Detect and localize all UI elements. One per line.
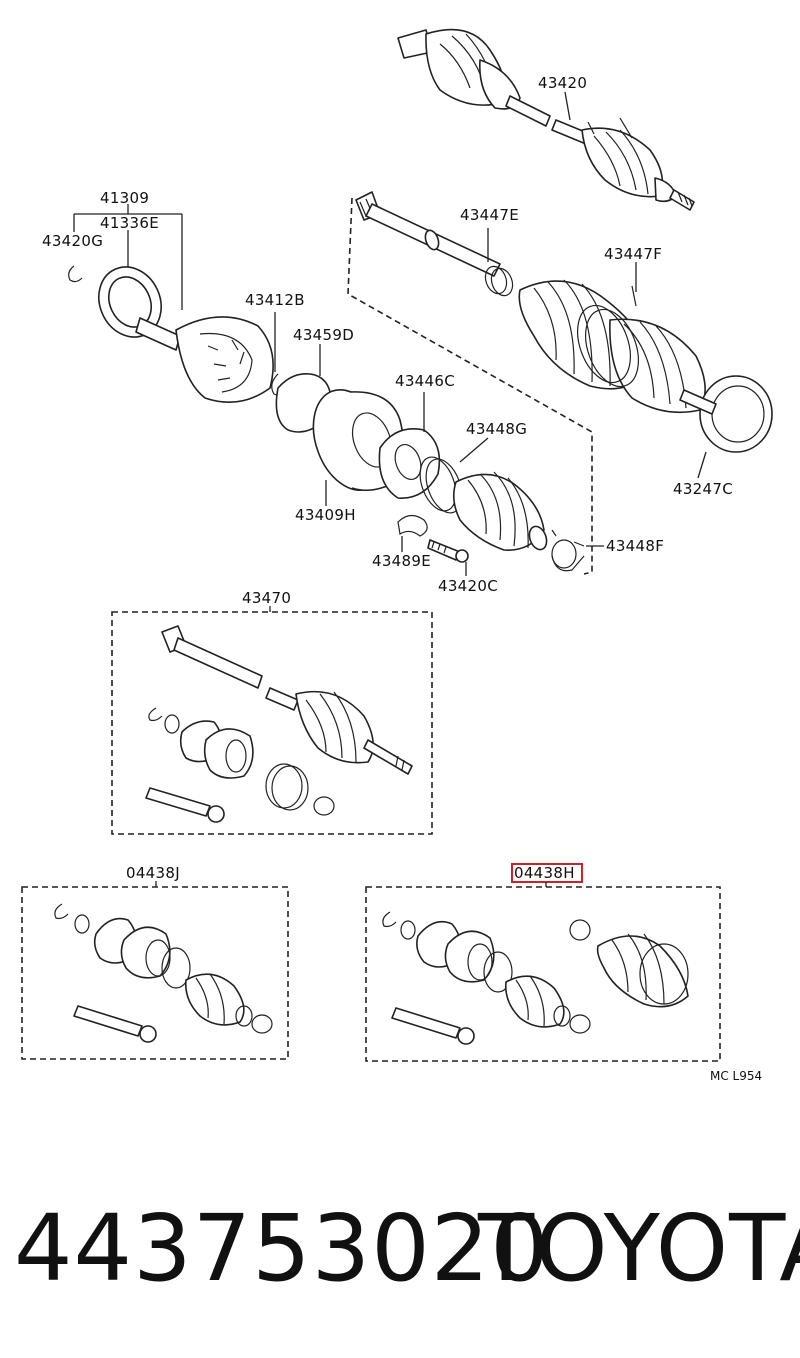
part-number: 443753020: [14, 1195, 550, 1302]
label-41336E: 41336E: [100, 214, 159, 232]
dust-deflector-41336E[interactable]: [88, 257, 173, 348]
label-41309: 41309: [100, 189, 149, 207]
label-43447E: 43447E: [460, 206, 519, 224]
snap-ring-43420G[interactable]: [68, 265, 83, 283]
kit-04438J-parts[interactable]: [54, 903, 273, 1043]
tripod-43446C[interactable]: [378, 428, 441, 499]
kit-box-04438H: [365, 886, 721, 1062]
label-43409H: 43409H: [295, 506, 356, 524]
brand-name: TOYOTA: [477, 1195, 800, 1302]
label-43489E: 43489E: [372, 552, 431, 570]
label-43470: 43470: [242, 589, 291, 607]
kit-box-04438J: [21, 886, 289, 1060]
clip-43489E[interactable]: [397, 514, 428, 537]
label-04438H[interactable]: 04438H: [514, 864, 575, 882]
label-43446C: 43446C: [395, 372, 455, 390]
label-43247C: 43247C: [673, 480, 733, 498]
label-43420C: 43420C: [438, 577, 498, 595]
drive-shaft-assembly-43420[interactable]: [397, 28, 695, 211]
shaft-assembly-43470[interactable]: [161, 625, 413, 775]
label-04438J: 04438J: [126, 864, 180, 882]
bolt-43420C[interactable]: [427, 539, 469, 563]
label-43412B: 43412B: [245, 291, 305, 309]
kit-04438H-parts[interactable]: [382, 911, 689, 1045]
boot-clamp-43448F[interactable]: [551, 529, 585, 572]
dust-deflector-43247C[interactable]: [679, 375, 773, 453]
label-43448G: 43448G: [466, 420, 527, 438]
kit-43470-parts[interactable]: [145, 707, 335, 823]
outboard-boot[interactable]: [518, 279, 706, 414]
label-43420: 43420: [538, 74, 587, 92]
label-43459D: 43459D: [293, 326, 354, 344]
diagram-code: MC L954: [710, 1069, 762, 1083]
highlight-04438H: [511, 863, 583, 883]
shaft-43447E[interactable]: [355, 191, 516, 299]
inboard-boot[interactable]: [452, 471, 550, 552]
kit-box-43470: [111, 611, 433, 835]
outboard-joint-41309[interactable]: [135, 316, 274, 404]
label-43420G: 43420G: [42, 232, 103, 250]
label-43448F: 43448F: [606, 537, 664, 555]
label-43447F: 43447F: [604, 245, 662, 263]
